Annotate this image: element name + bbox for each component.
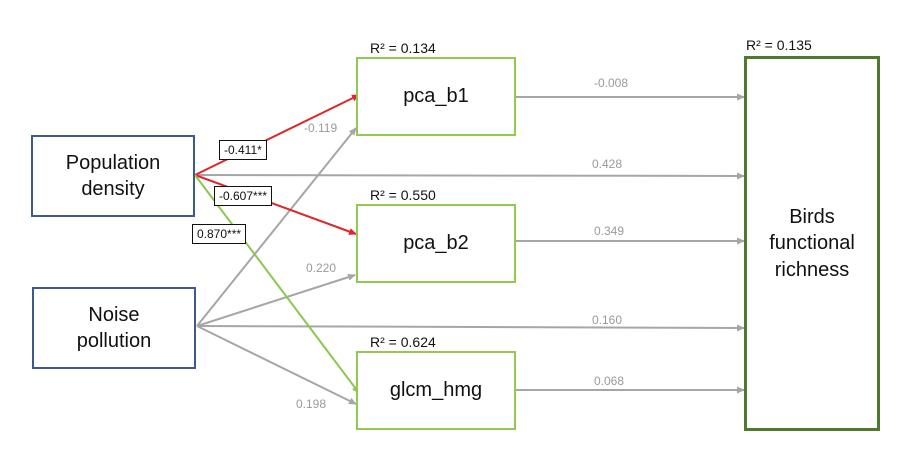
coef-noise-pca-b2: 0.220 bbox=[306, 261, 337, 275]
coef-noise-pca-b1: -0.119 bbox=[304, 121, 338, 135]
r2-pca-b2: R² = 0.550 bbox=[370, 187, 436, 203]
coef-population-pca-b2: -0.607*** bbox=[214, 186, 273, 206]
arrow-noise-pca-b2 bbox=[196, 273, 356, 327]
coef-glcm-hmg-birds: 0.068 bbox=[594, 374, 625, 388]
node-birds-functional-richness: Birds functional richness bbox=[744, 56, 880, 431]
node-glcm-hmg: glcm_hmg bbox=[356, 351, 516, 430]
r2-pca-b1: R² = 0.134 bbox=[370, 40, 436, 56]
coef-population-pca-b1: -0.411* bbox=[219, 140, 267, 160]
r2-birds: R² = 0.135 bbox=[746, 37, 812, 53]
node-glcm-hmg-label: glcm_hmg bbox=[389, 379, 483, 402]
coef-noise-birds: 0.160 bbox=[592, 313, 623, 327]
arrow-noise-pca-b1 bbox=[196, 127, 357, 327]
node-noise-pollution: Noise pollution bbox=[32, 287, 196, 369]
arrow-noise-birds bbox=[196, 324, 745, 332]
coef-population-birds: 0.428 bbox=[592, 157, 623, 171]
node-pca-b1: pca_b1 bbox=[356, 57, 516, 136]
node-pca-b2-label: pca_b2 bbox=[403, 232, 469, 255]
node-population-density-label: Population density bbox=[65, 151, 161, 200]
coef-population-glcm-hmg: 0.870*** bbox=[192, 224, 247, 244]
node-noise-pollution-label: Noise pollution bbox=[76, 303, 152, 352]
arrow-population-birds bbox=[194, 172, 745, 180]
arrow-noise-glcm-hmg bbox=[196, 325, 357, 405]
arrow-population-pca-b1 bbox=[194, 94, 360, 176]
coef-noise-glcm-hmg: 0.198 bbox=[296, 397, 327, 411]
arrow-population-glcm-hmg bbox=[194, 174, 360, 394]
coef-pca-b1-birds: -0.008 bbox=[594, 76, 629, 90]
arrow-population-pca-b2 bbox=[194, 174, 357, 235]
node-pca-b2: pca_b2 bbox=[356, 204, 516, 283]
node-pca-b1-label: pca_b1 bbox=[403, 85, 469, 108]
node-population-density: Population density bbox=[31, 135, 195, 217]
r2-glcm-hmg: R² = 0.624 bbox=[370, 334, 436, 350]
coef-pca-b2-birds: 0.349 bbox=[594, 224, 625, 238]
node-birds-functional-richness-label: Birds functional richness bbox=[769, 205, 855, 281]
